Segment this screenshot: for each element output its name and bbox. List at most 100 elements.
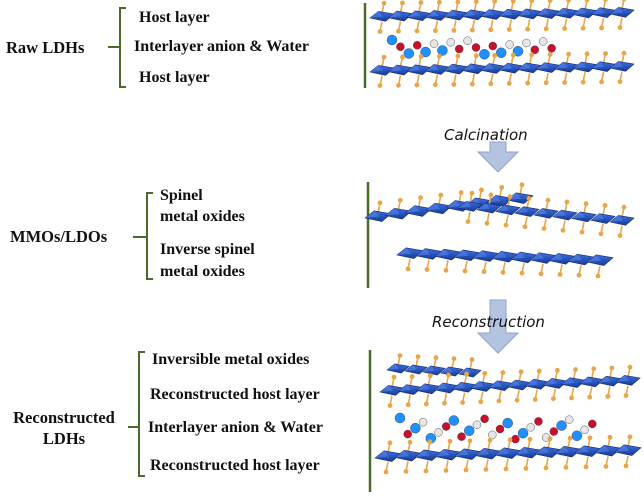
- calcination-label: Calcination: [444, 126, 528, 144]
- hydroxyl-atom: [522, 224, 528, 230]
- anion-atom: [410, 422, 421, 434]
- hydroxyl-atom: [621, 50, 627, 56]
- hydroxyl-atom: [584, 51, 590, 57]
- octahedron-face: [423, 365, 436, 372]
- hydroxyl-atom: [481, 269, 487, 275]
- hydroxyl-atom: [462, 268, 468, 274]
- raw-host-layer-bottom: [369, 50, 635, 88]
- hydroxyl-atom: [478, 399, 484, 405]
- hydroxyl-atom: [562, 26, 568, 31]
- octahedron-face: [488, 380, 503, 388]
- octahedron-face: [616, 375, 630, 382]
- hydroxyl-atom: [433, 355, 439, 360]
- hydroxyl-atom: [525, 26, 531, 32]
- octahedron-face: [435, 449, 450, 457]
- octahedron-face: [575, 445, 590, 453]
- hydroxyl-atom: [547, 436, 553, 442]
- octahedron-face: [553, 210, 567, 217]
- octahedron-face: [591, 61, 605, 69]
- octahedron-face: [591, 7, 605, 15]
- hydroxyl-atom: [488, 192, 494, 198]
- hydroxyl-atom: [427, 439, 433, 445]
- hydroxyl-atom: [563, 465, 569, 470]
- hydroxyl-atom: [598, 231, 604, 237]
- hydroxyl-atom: [432, 82, 438, 88]
- octahedron-face: [587, 254, 602, 262]
- raw-interlayer-anions: [386, 34, 556, 60]
- hydroxyl-atom: [536, 368, 542, 374]
- hydroxyl-atom: [545, 197, 551, 203]
- hydroxyl-atom: [451, 356, 457, 361]
- hydroxyl-atom: [469, 357, 475, 362]
- hydroxyl-atom: [479, 187, 484, 193]
- octahedron-face: [458, 201, 472, 208]
- hydroxyl-atom: [415, 354, 421, 359]
- hydroxyl-atom: [591, 366, 597, 372]
- octahedron-face: [470, 381, 484, 389]
- hydroxyl-atom: [492, 52, 498, 58]
- hydroxyl-atom: [529, 0, 535, 4]
- hydroxyl-atom: [557, 272, 563, 277]
- hydroxyl-atom: [603, 51, 608, 56]
- hydroxyl-atom: [488, 81, 494, 87]
- hydroxyl-atom: [405, 402, 411, 408]
- octahedron-face: [536, 62, 550, 70]
- hydroxyl-atom: [473, 53, 479, 59]
- reconstructed-host-layer-bottom: [374, 434, 642, 475]
- anion-atom: [512, 46, 524, 57]
- hydroxyl-atom: [503, 222, 509, 228]
- hydroxyl-atom: [500, 370, 506, 375]
- hydroxyl-atom: [526, 196, 532, 201]
- hydroxyl-atom: [446, 372, 451, 378]
- hydroxyl-atom: [580, 79, 586, 85]
- hydroxyl-atom: [387, 440, 393, 446]
- anion-atom: [413, 41, 422, 50]
- hydroxyl-atom: [483, 467, 489, 472]
- hydroxyl-atom: [463, 467, 469, 473]
- hydroxyl-atom: [418, 195, 423, 201]
- anion-atom: [505, 40, 514, 49]
- hydroxyl-atom: [482, 370, 488, 376]
- octahedron-face: [380, 385, 394, 392]
- octahedron-face: [610, 7, 624, 14]
- hydroxyl-atom: [603, 464, 609, 469]
- anion-atom: [457, 432, 466, 441]
- hydroxyl-atom: [397, 197, 403, 203]
- hydroxyl-atom: [567, 435, 573, 441]
- hydroxyl-atom: [584, 0, 590, 3]
- hydroxyl-atom: [469, 190, 475, 196]
- octahedron-face: [385, 208, 400, 216]
- hydroxyl-atom: [377, 29, 383, 34]
- mmos-ldos-label: MMOs/LDOs: [10, 227, 108, 246]
- hydroxyl-atom: [566, 51, 572, 57]
- hydroxyl-atom: [436, 53, 442, 59]
- hydroxyl-atom: [599, 79, 604, 85]
- hydroxyl-atom: [403, 469, 409, 474]
- anion-atom: [403, 48, 414, 59]
- anion-atom: [556, 420, 567, 431]
- octahedron-face: [561, 377, 575, 385]
- reconstructed-top-structure: [379, 353, 641, 408]
- hydroxyl-atom: [617, 79, 623, 84]
- hydroxyl-atom: [603, 0, 608, 2]
- hydroxyl-atom: [507, 194, 513, 200]
- anion-atom: [526, 423, 535, 432]
- anion-atom: [488, 430, 497, 440]
- hydroxyl-atom: [506, 27, 512, 32]
- hydroxyl-atom: [627, 364, 633, 370]
- octahedron-face: [572, 211, 586, 219]
- hydroxyl-atom: [451, 81, 457, 87]
- octahedron-face: [573, 62, 587, 69]
- octahedron-face: [365, 210, 380, 218]
- octahedron-face: [615, 444, 630, 452]
- hydroxyl-atom: [414, 28, 420, 34]
- hydroxyl-atom: [510, 0, 516, 4]
- anion-atom: [429, 39, 439, 48]
- octahedron-face: [454, 249, 469, 258]
- hydroxyl-atom: [443, 267, 449, 273]
- hydroxyl-atom: [418, 54, 424, 59]
- octahedron-face: [416, 248, 431, 256]
- anion-atom: [480, 414, 489, 424]
- hydroxyl-atom: [396, 28, 401, 34]
- hydroxyl-atom: [602, 203, 608, 208]
